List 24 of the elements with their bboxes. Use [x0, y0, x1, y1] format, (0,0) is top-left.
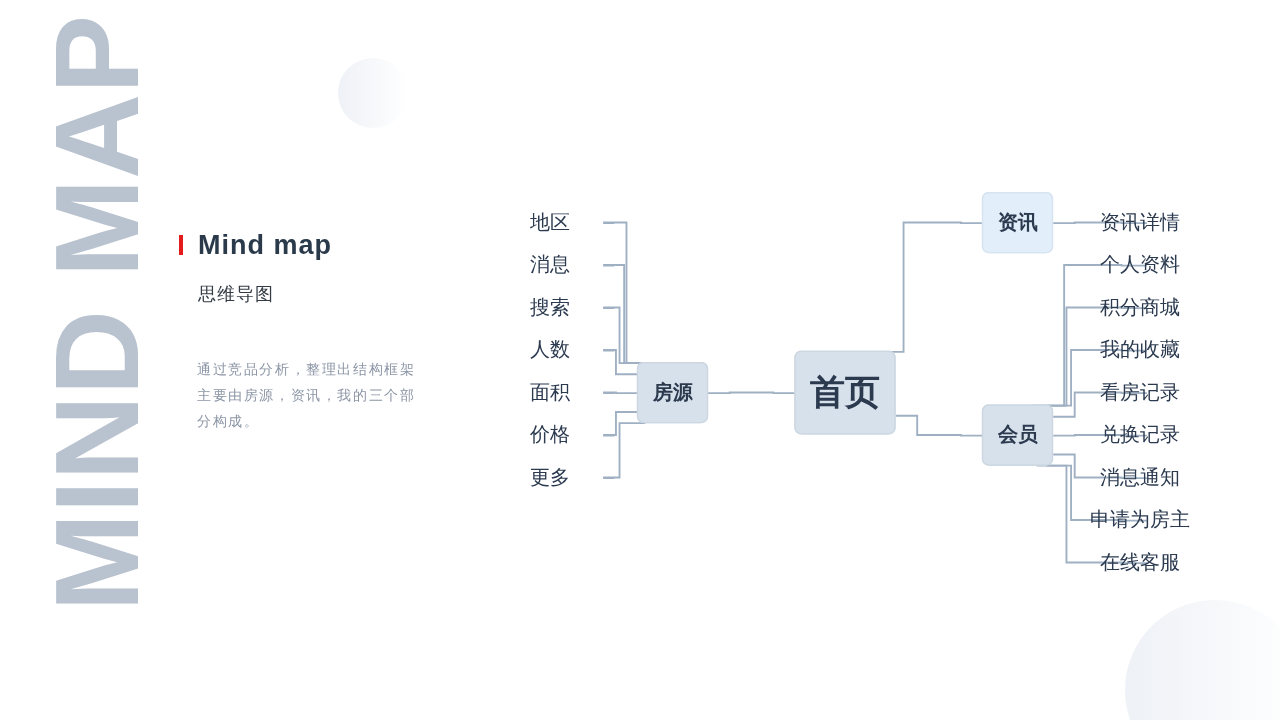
node-text: 价格 [530, 423, 570, 445]
node-text: 地区 [530, 211, 570, 233]
node-text: 消息 [530, 253, 570, 275]
description: 通过竞品分析，整理出结构框架主要由房源，资讯，我的三个部分构成。 [197, 360, 417, 431]
node-text: 搜索 [530, 296, 570, 318]
node-text: 积分商城 [1100, 296, 1180, 318]
node-text: 我的收藏 [1100, 338, 1180, 360]
node-text: 消息通知 [1100, 466, 1180, 488]
subtitle: 思维导图 [198, 283, 274, 306]
node-text: 在线客服 [1100, 551, 1180, 573]
title: Mind map [198, 229, 332, 262]
connector [1052, 453, 1148, 480]
node-text: 个人资料 [1100, 253, 1180, 275]
node-text: 申请为房主 [1090, 508, 1190, 530]
connector [1052, 391, 1148, 418]
connector [1052, 221, 1148, 225]
background-heading: MIND MAP [38, 15, 156, 612]
node-text: 资讯详情 [1100, 211, 1180, 233]
node-text: 看房记录 [1100, 381, 1180, 403]
node-text: 人数 [530, 338, 570, 360]
connector [1052, 434, 1148, 437]
node-text: 更多 [530, 466, 570, 488]
node-text: 兑换记录 [1100, 423, 1180, 445]
node-text: 面积 [530, 381, 570, 403]
